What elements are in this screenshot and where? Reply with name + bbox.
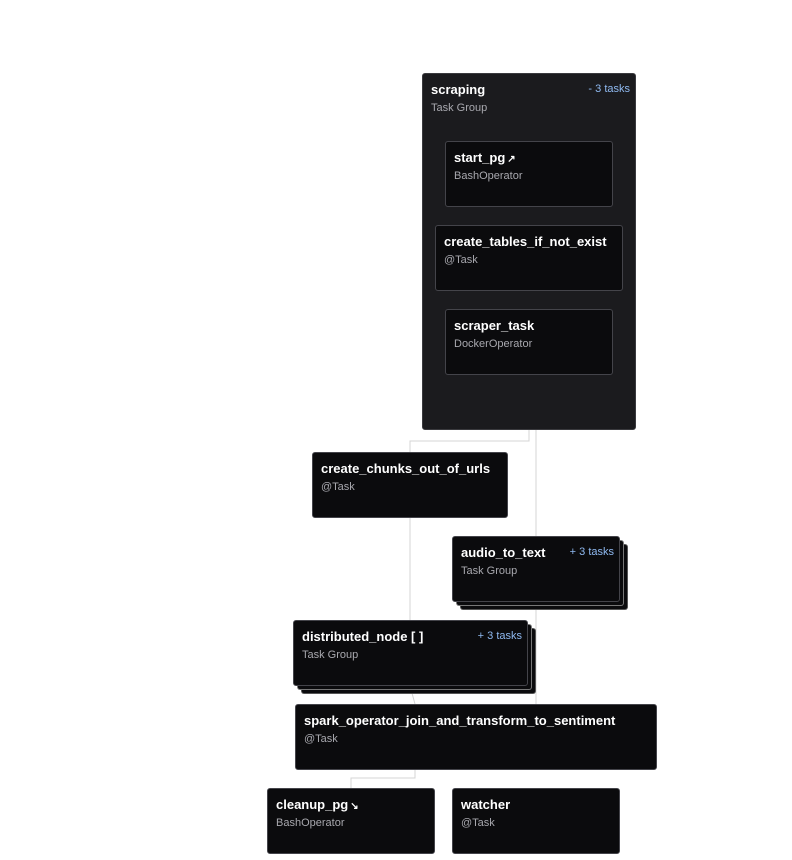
task-title: spark_operator_join_and_transform_to_sen… xyxy=(304,713,616,728)
task-operator: @Task xyxy=(461,817,495,829)
task-group-type: Task Group xyxy=(431,102,488,114)
task-node-spark-operator-join[interactable]: spark_operator_join_and_transform_to_sen… xyxy=(295,704,657,770)
expand-group-link[interactable]: + 3 tasks xyxy=(569,546,614,558)
task-group-title: audio_to_text xyxy=(461,545,546,560)
task-title: watcher xyxy=(461,797,511,812)
task-node-start-pg[interactable]: start_pg↗ BashOperator xyxy=(445,141,613,207)
task-node-watcher[interactable]: watcher @Task xyxy=(452,788,620,854)
task-operator: BashOperator xyxy=(454,170,523,182)
task-group-audio-to-text[interactable]: audio_to_text Task Group + 3 tasks xyxy=(452,536,620,602)
task-group-title: scraping xyxy=(431,82,486,97)
task-operator: @Task xyxy=(444,254,478,266)
task-title: cleanup_pg↘ xyxy=(276,797,359,812)
task-group-type: Task Group xyxy=(461,565,518,577)
task-group-distributed-node[interactable]: distributed_node [ ] Task Group + 3 task… xyxy=(293,620,528,686)
edge-distributed-node-to-spark-join xyxy=(409,685,416,705)
task-title: start_pg↗ xyxy=(454,150,516,165)
arrow-down-right-icon: ↘ xyxy=(350,801,359,812)
task-group-type: Task Group xyxy=(302,649,359,661)
task-operator: BashOperator xyxy=(276,817,345,829)
task-operator: @Task xyxy=(321,481,355,493)
arrow-up-right-icon: ↗ xyxy=(507,154,516,165)
task-node-cleanup-pg[interactable]: cleanup_pg↘ BashOperator xyxy=(267,788,435,854)
task-node-scraper-task[interactable]: scraper_task DockerOperator xyxy=(445,309,613,375)
task-title: scraper_task xyxy=(454,318,535,333)
task-title: create_chunks_out_of_urls xyxy=(321,461,491,476)
expand-group-link[interactable]: + 3 tasks xyxy=(477,630,522,642)
task-operator: DockerOperator xyxy=(454,338,533,350)
task-node-create-chunks-out-of-urls[interactable]: create_chunks_out_of_urls @Task xyxy=(312,452,508,518)
collapse-group-link[interactable]: - 3 tasks xyxy=(588,83,630,95)
task-node-create-tables-if-not-exist[interactable]: create_tables_if_not_exist @Task xyxy=(435,225,623,291)
task-operator: @Task xyxy=(304,733,338,745)
task-group-title: distributed_node [ ] xyxy=(302,629,424,644)
task-title: create_tables_if_not_exist xyxy=(444,234,607,249)
edge-spark-join-to-cleanup-pg xyxy=(350,770,416,788)
